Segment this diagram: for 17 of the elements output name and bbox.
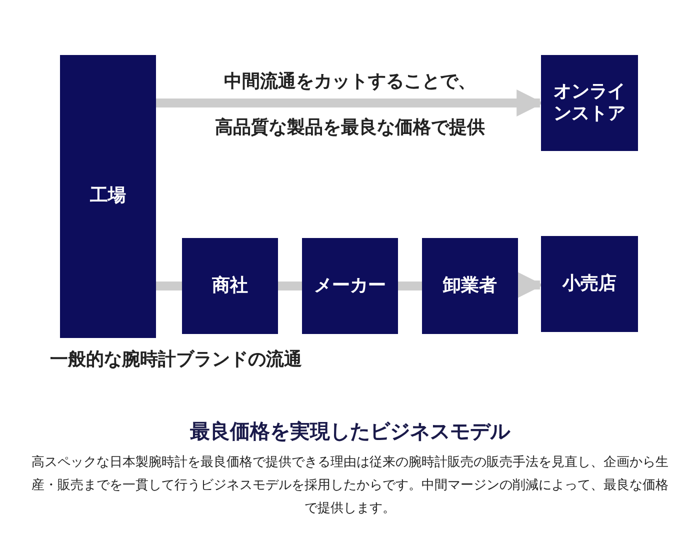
box-label: オンラインストア xyxy=(552,80,626,126)
arrow-caption: 中間流通をカットすることで、 xyxy=(223,70,477,94)
box-label: 工場 xyxy=(90,185,126,208)
box-label: 卸業者 xyxy=(443,274,497,298)
process-box xyxy=(541,236,638,332)
arrow-caption: 高品質な製品を最良な価格で提供 xyxy=(214,116,486,140)
process-box xyxy=(302,238,398,334)
process-box xyxy=(60,55,156,338)
process-box xyxy=(541,55,638,151)
process-box xyxy=(422,238,518,334)
diagram-caption: 一般的な腕時計ブランドの流通 xyxy=(50,348,303,372)
section-heading: 最良価格を実現したビジネスモデル xyxy=(189,418,512,444)
process-box xyxy=(182,238,278,334)
box-label: メーカー xyxy=(314,274,386,298)
box-label: 小売店 xyxy=(562,272,616,296)
body-paragraph: 高スペックな日本製腕時計を最良価格で提供できる理由は従来の腕時計販売の販売手法を見直し、企画から生産・販売までを一貫して行うビジネスモデルを採用したからです。中間マージンの削減によって、最良な価格で提供します。 xyxy=(30,454,670,518)
box-label: 商社 xyxy=(212,274,248,298)
